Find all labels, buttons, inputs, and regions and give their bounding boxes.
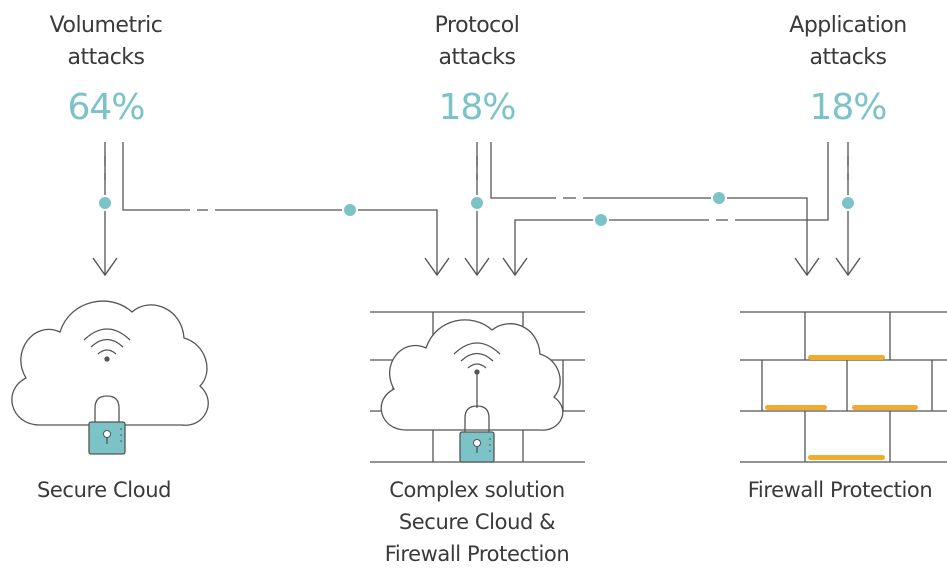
wifi-icon: [83, 328, 131, 362]
application-to-complex-line: [514, 142, 829, 275]
volumetric-percent: 64%: [67, 87, 145, 128]
node-dot: [711, 190, 727, 206]
protocol-percent: 18%: [438, 87, 516, 128]
arrow-down-icon: [794, 257, 820, 277]
wifi-icon: [453, 342, 501, 408]
firewall-highlights: [765, 355, 918, 460]
label-line: Application: [789, 13, 907, 38]
label-line: attacks: [67, 45, 145, 70]
volumetric-attacks-label: Volumetric attacks: [0, 10, 216, 74]
padlock-icon: [88, 395, 126, 455]
arrow-heads: [92, 257, 861, 277]
complex-solution-illustration: [370, 311, 585, 463]
caption-line: Secure Cloud &: [398, 510, 556, 534]
protocol-attacks-label: Protocol attacks: [367, 10, 587, 74]
caption-line: Firewall Protection: [384, 542, 570, 566]
firewall-illustration: [740, 311, 947, 463]
application-attacks-label: Application attacks: [738, 10, 947, 74]
volumetric-to-complex-line: [122, 142, 438, 275]
node-dot: [469, 195, 485, 211]
node-dot: [97, 195, 113, 211]
arrow-down-icon: [835, 257, 861, 277]
arrow-down-icon: [464, 257, 490, 277]
cloud-icon: [11, 300, 209, 426]
caption-line: Firewall Protection: [747, 478, 933, 502]
node-dot: [342, 202, 358, 218]
node-dot: [840, 195, 856, 211]
secure-cloud-illustration: [11, 300, 209, 455]
node-dots: [97, 190, 856, 228]
protocol-to-firewall-line: [490, 142, 808, 275]
complex-solution-caption: Complex solution Secure Cloud & Firewall…: [357, 474, 597, 570]
label-line: Volumetric: [49, 13, 163, 38]
label-line: Protocol: [434, 13, 520, 38]
arrow-down-icon: [502, 257, 528, 277]
caption-line: Complex solution: [389, 478, 565, 502]
node-dot: [593, 212, 609, 228]
firewall-protection-caption: Firewall Protection: [733, 474, 947, 506]
label-line: attacks: [438, 45, 516, 70]
dash-ticks: [104, 156, 849, 180]
application-percent: 18%: [809, 87, 887, 128]
connector-lines: [104, 142, 849, 275]
arrow-down-icon: [92, 257, 118, 277]
cloud-icon: [380, 319, 564, 431]
label-line: attacks: [809, 45, 887, 70]
caption-line: Secure Cloud: [36, 478, 172, 502]
secure-cloud-caption: Secure Cloud: [4, 474, 204, 506]
arrow-down-icon: [424, 257, 450, 277]
brick-wall-icon: [740, 311, 947, 463]
padlock-icon: [459, 405, 495, 463]
